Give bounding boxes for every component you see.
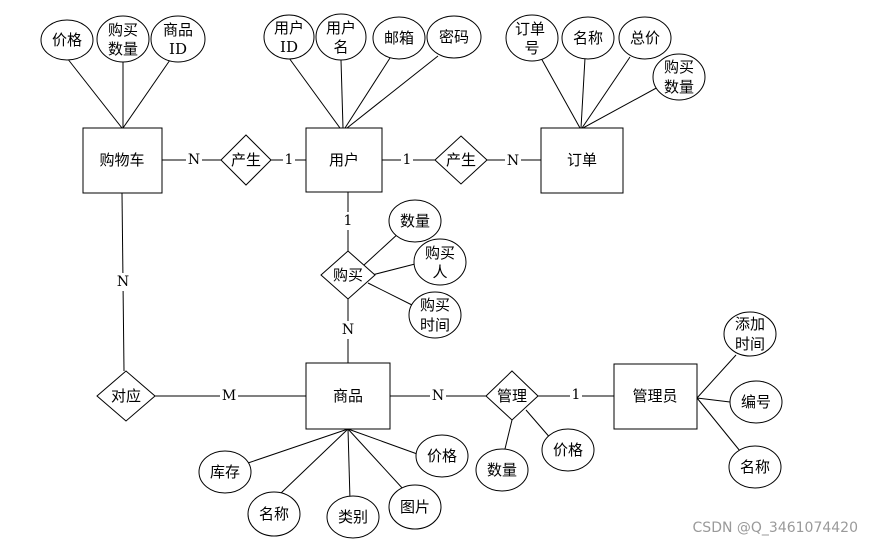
entity-cart[interactable]: 购物车 — [82, 127, 163, 194]
attribute-user-name[interactable]: 用户 名 — [315, 13, 367, 61]
attribute-product-image[interactable]: 图片 — [388, 484, 442, 530]
attribute-product-price[interactable]: 价格 — [415, 434, 469, 478]
attribute-cart-quantity-label-line2: 数量 — [108, 40, 138, 58]
attribute-product-image-label: 图片 — [400, 498, 430, 516]
attribute-order-number-label-line2: 号 — [524, 39, 539, 57]
attribute-cart-price-label: 价格 — [52, 31, 82, 49]
attribute-product-name-label: 名称 — [259, 505, 289, 523]
attribute-user-email-label: 邮箱 — [384, 29, 414, 47]
attribute-product-name[interactable]: 名称 — [247, 491, 301, 537]
attribute-product-category[interactable]: 类别 — [326, 495, 380, 539]
entity-admin[interactable]: 管理员 — [613, 363, 698, 430]
entity-user[interactable]: 用户 — [305, 127, 383, 193]
attribute-admin-name-label: 名称 — [740, 458, 770, 476]
attribute-manage-quantity[interactable]: 数量 — [475, 448, 529, 492]
cardinality-order-generate: N — [507, 153, 519, 169]
relationship-cart-user-generate-label: 产生 — [231, 151, 261, 169]
entity-order-label: 订单 — [567, 151, 597, 169]
attribute-product-stock-label: 库存 — [210, 463, 240, 481]
attribute-cart-product-id-label-line2: ID — [169, 40, 187, 58]
cardinality-product-purchase: N — [342, 322, 354, 338]
attribute-order-quantity-label-line2: 数量 — [664, 78, 694, 96]
cardinality-cart-correspond: N — [117, 274, 129, 290]
relationship-user-order-generate-label: 产生 — [446, 151, 476, 169]
attribute-admin-add-time-label-line2: 时间 — [735, 335, 765, 353]
entity-cart-label: 购物车 — [99, 151, 144, 169]
attribute-cart-quantity-label-line1: 购买 — [108, 21, 138, 39]
attribute-admin-number[interactable]: 编号 — [729, 380, 783, 424]
attribute-manage-price-label: 价格 — [553, 441, 583, 459]
watermark: CSDN @Q_3461074420 — [693, 520, 858, 536]
attribute-manage-price[interactable]: 价格 — [541, 428, 595, 472]
attribute-purchase-quantity-label: 数量 — [400, 212, 430, 230]
attribute-order-total[interactable]: 总价 — [618, 16, 672, 60]
attribute-user-email[interactable]: 邮箱 — [372, 16, 426, 60]
entity-product[interactable]: 商品 — [305, 362, 391, 430]
attribute-purchase-time-label-line1: 购买 — [420, 296, 450, 314]
attribute-order-quantity-label-line1: 购买 — [664, 58, 694, 76]
relationship-correspond[interactable]: 对应 — [96, 370, 156, 422]
relationship-purchase-label: 购买 — [333, 266, 363, 284]
connector-lines — [66, 55, 741, 501]
cardinality-product-correspond: M — [222, 388, 236, 404]
attribute-purchase-quantity[interactable]: 数量 — [388, 199, 442, 243]
cardinality-user-purchase: 1 — [344, 213, 353, 229]
relationship-user-order-generate[interactable]: 产生 — [434, 135, 488, 185]
attribute-purchase-buyer[interactable]: 购买 人 — [413, 238, 467, 286]
attribute-admin-number-label: 编号 — [741, 393, 771, 411]
cardinality-user-generate-left: 1 — [285, 152, 294, 168]
cardinality-product-manage: N — [432, 388, 444, 404]
entity-user-label: 用户 — [329, 151, 359, 169]
attribute-order-name[interactable]: 名称 — [561, 16, 615, 60]
attribute-cart-product-id[interactable]: 商品 ID — [150, 15, 206, 63]
attribute-user-password-label: 密码 — [439, 28, 469, 46]
attribute-manage-quantity-label: 数量 — [487, 461, 517, 479]
attribute-order-number-label-line1: 订单 — [515, 20, 545, 38]
attribute-cart-product-id-label-line1: 商品 — [163, 21, 193, 39]
attribute-order-name-label: 名称 — [573, 29, 603, 47]
attribute-admin-add-time[interactable]: 添加 时间 — [723, 311, 777, 357]
attribute-admin-add-time-label-line1: 添加 — [735, 315, 765, 333]
cardinality-labels: N 1 1 N 1 N N M N 1 — [115, 151, 582, 405]
attribute-purchase-time-label-line2: 时间 — [420, 316, 450, 334]
attribute-product-category-label: 类别 — [338, 508, 368, 526]
relationship-cart-user-generate[interactable]: 产生 — [220, 134, 272, 186]
entity-order[interactable]: 订单 — [540, 127, 624, 194]
attribute-purchase-buyer-label-line1: 购买 — [425, 244, 455, 262]
cardinality-admin-manage: 1 — [572, 387, 581, 403]
attribute-user-id-label-line1: 用户 — [274, 19, 304, 37]
attribute-cart-price[interactable]: 价格 — [40, 19, 94, 61]
entity-product-label: 商品 — [333, 387, 363, 405]
attribute-user-name-label-line1: 用户 — [326, 19, 356, 37]
attribute-user-id[interactable]: 用户 ID — [263, 14, 315, 60]
attribute-cart-quantity[interactable]: 购买 数量 — [96, 15, 150, 63]
attribute-order-quantity[interactable]: 购买 数量 — [652, 53, 706, 101]
attribute-product-price-label: 价格 — [427, 447, 457, 465]
entity-admin-label: 管理员 — [632, 387, 677, 405]
attribute-user-password[interactable]: 密码 — [426, 15, 482, 59]
attribute-order-total-label: 总价 — [630, 29, 660, 47]
attribute-admin-name[interactable]: 名称 — [728, 445, 782, 489]
attribute-purchase-buyer-label-line2: 人 — [432, 263, 447, 281]
attribute-order-number[interactable]: 订单 号 — [505, 14, 559, 62]
attribute-product-stock[interactable]: 库存 — [198, 450, 252, 494]
cardinality-user-generate-right: 1 — [403, 152, 412, 168]
attribute-user-id-label-line2: ID — [280, 38, 298, 56]
relationship-manage[interactable]: 管理 — [485, 370, 539, 421]
relationship-correspond-label: 对应 — [111, 387, 141, 405]
attribute-purchase-time[interactable]: 购买 时间 — [408, 291, 462, 339]
relationship-purchase[interactable]: 购买 — [320, 250, 376, 300]
attribute-user-name-label-line2: 名 — [333, 38, 348, 56]
relationship-manage-label: 管理 — [497, 387, 527, 405]
cardinality-cart-generate: N — [188, 152, 200, 168]
